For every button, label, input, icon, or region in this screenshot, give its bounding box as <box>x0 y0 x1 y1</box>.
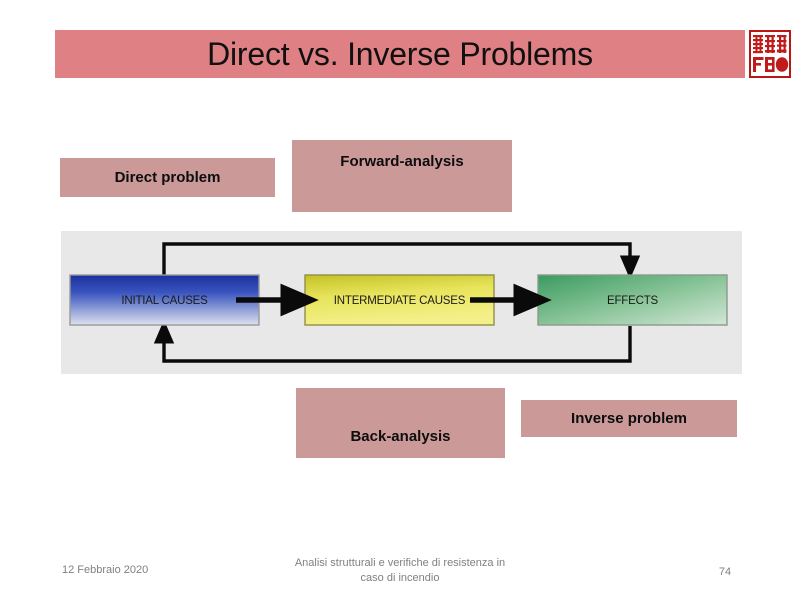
page-title: Direct vs. Inverse Problems <box>207 35 593 72</box>
diagram-node-effects-label: EFFECTS <box>607 295 659 307</box>
diagram-node-initial-causes-label: INITIAL CAUSES <box>121 295 208 307</box>
tag-forward-analysis: Forward-analysis <box>292 140 512 212</box>
title-bar <box>55 30 745 78</box>
red-seal-stamp-logo <box>749 30 791 78</box>
tag-back-analysis-label: Back-analysis <box>350 428 451 445</box>
causal-flow-diagram: INITIAL CAUSES INTERMEDIATE CAUSES EFFEC… <box>69 242 728 363</box>
footer-subject-line-2: caso di incendio <box>360 572 440 584</box>
diagram-node-initial-causes: INITIAL CAUSES <box>69 274 260 326</box>
footer-subject-line-1: Analisi strutturali e verifiche di resis… <box>294 557 506 569</box>
footer-page-number: 74 <box>718 566 732 578</box>
footer-subject: Analisi strutturali e verifiche di resis… <box>240 556 560 586</box>
tag-inverse-problem: Inverse problem <box>521 400 737 437</box>
footer-date: 12 Febbraio 2020 <box>62 564 149 576</box>
tag-direct-problem: Direct problem <box>60 158 275 197</box>
loop-inverse-bottom <box>153 319 632 363</box>
tag-direct-problem-label: Direct problem <box>114 169 221 186</box>
tag-back-analysis: Back-analysis <box>296 388 505 458</box>
loop-forward-top <box>162 242 641 280</box>
diagram-node-intermediate-causes-label: INTERMEDIATE CAUSES <box>334 295 466 307</box>
diagram-node-intermediate-causes: INTERMEDIATE CAUSES <box>304 274 495 326</box>
diagram-node-effects: EFFECTS <box>537 274 728 326</box>
tag-forward-analysis-label: Forward-analysis <box>340 153 464 170</box>
tag-inverse-problem-label: Inverse problem <box>571 410 687 427</box>
